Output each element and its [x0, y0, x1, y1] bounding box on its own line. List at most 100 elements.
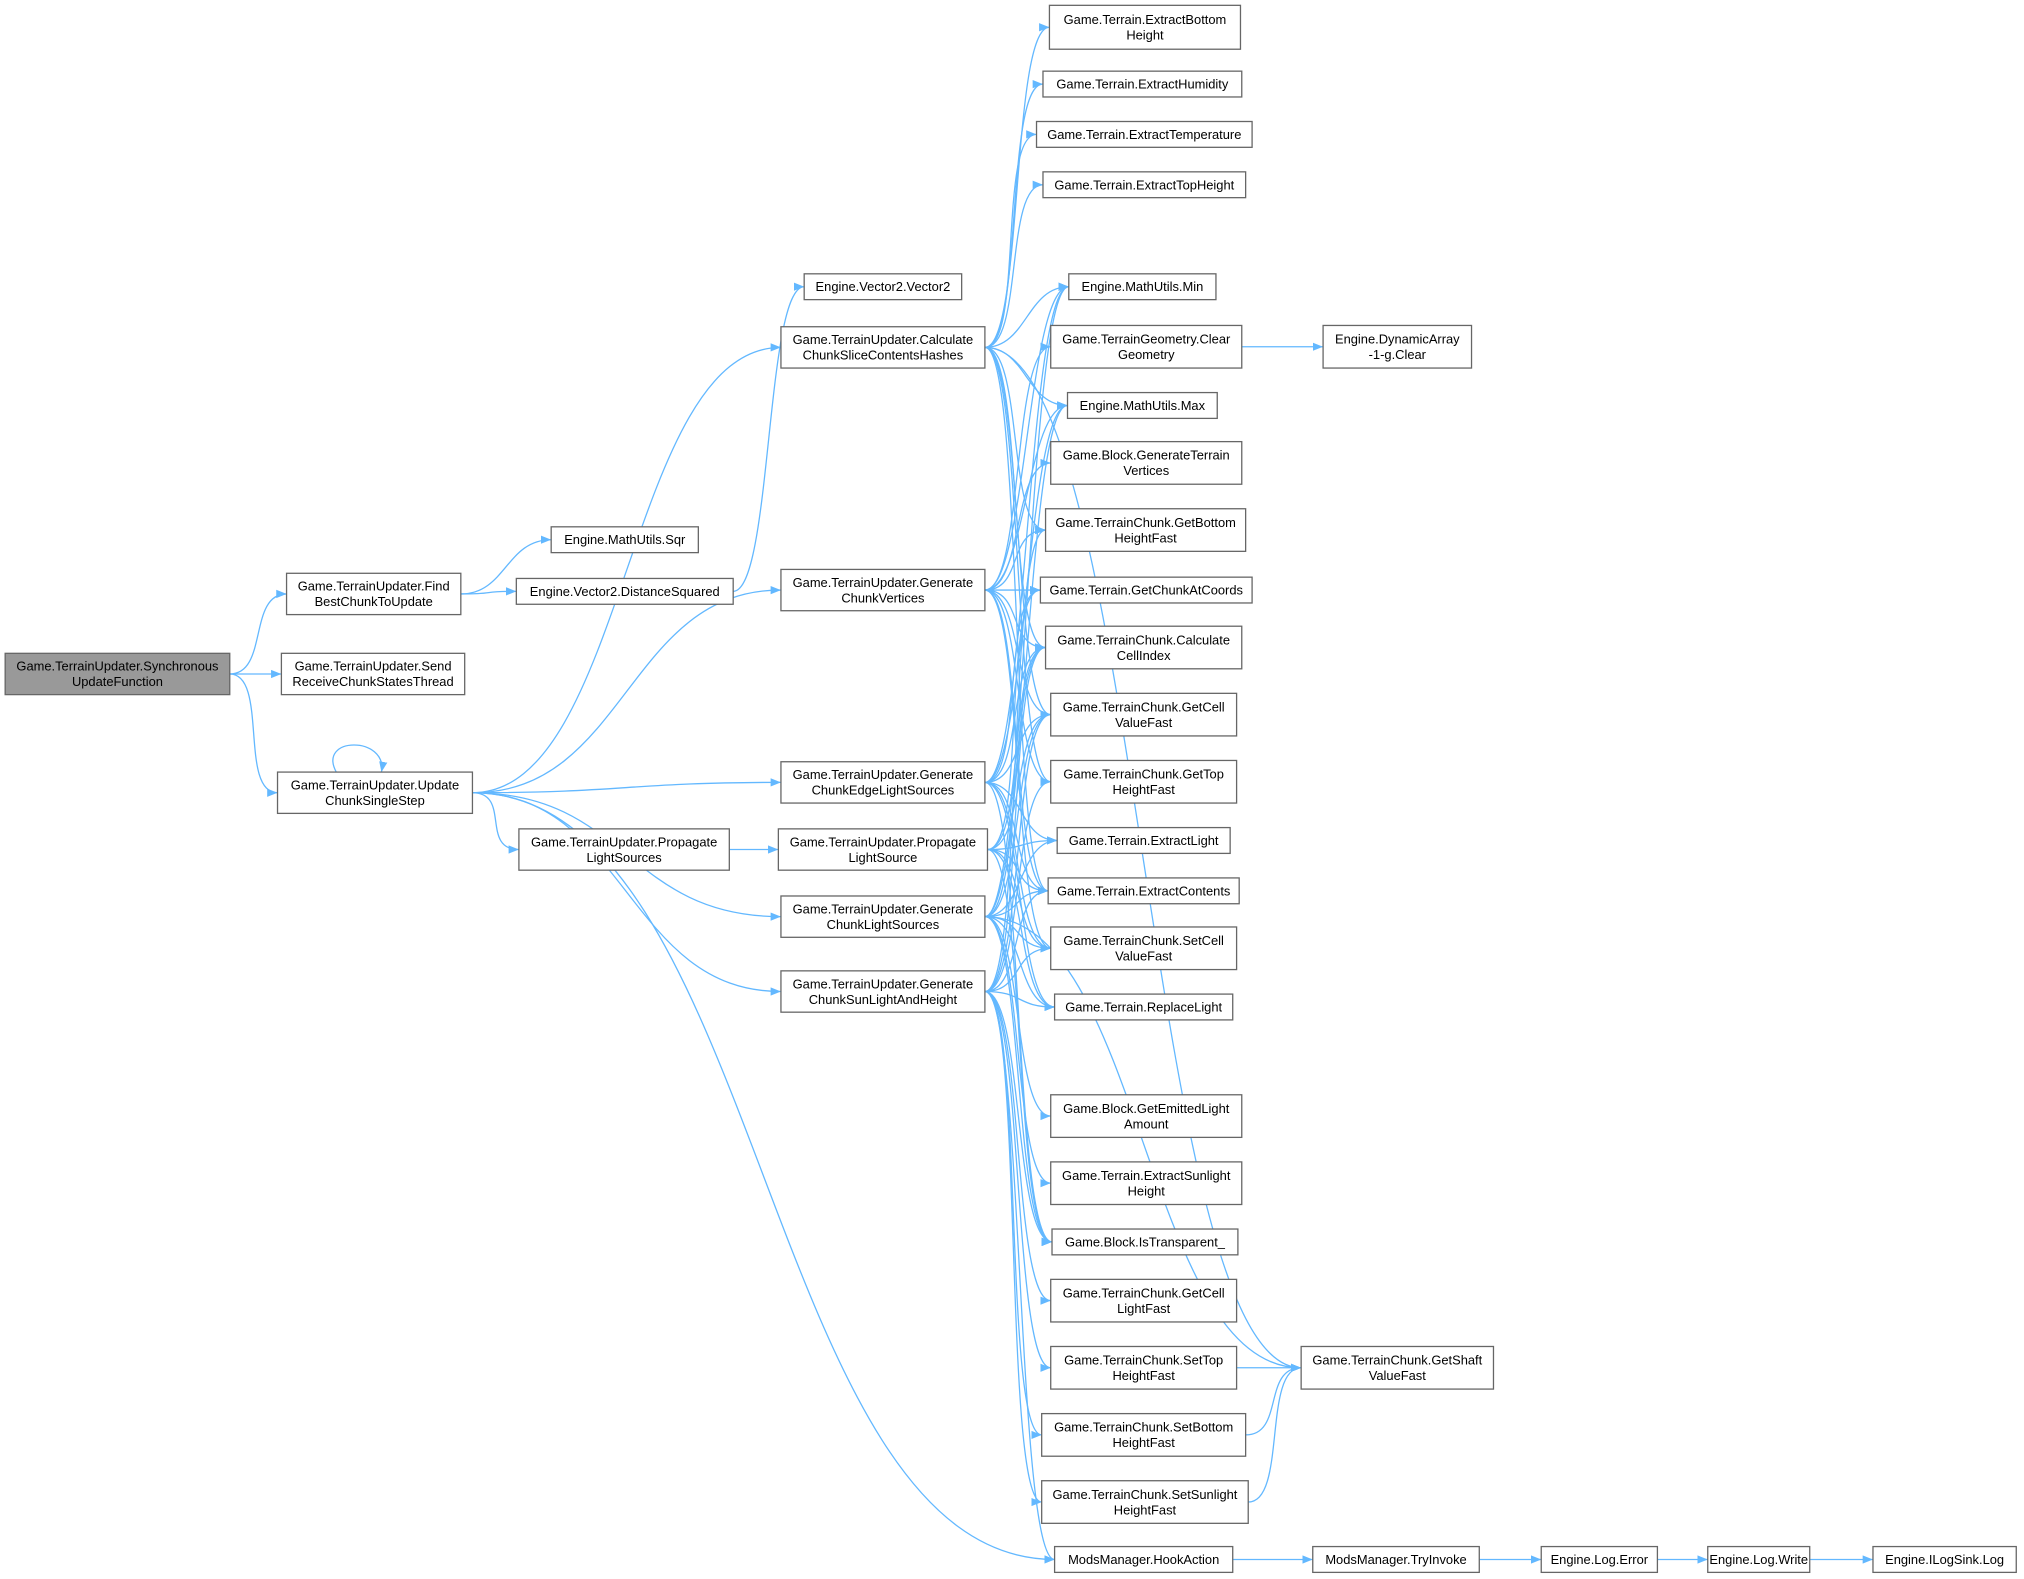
node-genedge[interactable]: Game.TerrainUpdater.GenerateChunkEdgeLig… [780, 761, 986, 804]
edge-propsrc-to-getChunkAt [987, 586, 1041, 851]
node-hook[interactable]: ModsManager.HookAction [1053, 1545, 1234, 1574]
edge-gensun-to-setBottomHF [984, 990, 1042, 1439]
node-box [780, 970, 986, 1013]
edge-genlight-to-max [984, 401, 1068, 918]
node-box [1322, 324, 1473, 369]
node-box [780, 895, 986, 938]
node-label: ValueFast [1369, 1368, 1427, 1383]
edge-calc-to-min [984, 282, 1069, 349]
node-label: Game.TerrainChunk.GetTop [1063, 767, 1224, 782]
node-box [1041, 1412, 1247, 1457]
node-label: ChunkEdgeLightSources [812, 783, 955, 798]
node-label: Game.Terrain.ExtractContents [1057, 883, 1230, 898]
node-label: Game.Terrain.ExtractHumidity [1056, 77, 1228, 92]
node-box [1044, 625, 1243, 670]
edge-genlight-to-min [984, 282, 1069, 918]
node-isTransp[interactable]: Game.Block.IsTransparent_ [1051, 1228, 1239, 1256]
node-label: Game.TerrainUpdater.Find [298, 579, 450, 594]
node-logWrite[interactable]: Engine.Log.Write [1707, 1545, 1811, 1574]
node-update[interactable]: Game.TerrainUpdater.UpdateChunkSingleSte… [276, 771, 474, 815]
node-label: Game.TerrainChunk.GetCell [1063, 699, 1225, 714]
edge-gensun-to-setTopHF [984, 990, 1051, 1372]
node-box [1053, 993, 1234, 1021]
edge-genvert-to-clearGeom [984, 342, 1051, 591]
edge-propsrc-to-getCellVal [987, 710, 1051, 851]
node-label: Game.TerrainUpdater.Synchronous [16, 659, 218, 674]
edge-genlight-to-isTransp [984, 916, 1053, 1246]
node-box [1050, 1345, 1238, 1390]
node-extContents[interactable]: Game.Terrain.ExtractContents [1047, 877, 1240, 905]
edge-sync-to-update [229, 673, 278, 797]
node-extTemp[interactable]: Game.Terrain.ExtractTemperature [1035, 120, 1253, 148]
node-box [1300, 1345, 1495, 1390]
node-propsrcs[interactable]: Game.TerrainUpdater.PropagateLightSource… [518, 828, 730, 871]
edge-genvert-to-genTerrVert [984, 458, 1051, 591]
node-box [1050, 692, 1238, 737]
node-label: Height [1128, 1183, 1166, 1198]
node-label: Game.Terrain.ExtractSunlight [1062, 1168, 1231, 1183]
node-send[interactable]: Game.TerrainUpdater.SendReceiveChunkStat… [280, 652, 466, 696]
node-box [1051, 1228, 1239, 1256]
edge-gensun-to-isTransp [984, 990, 1053, 1246]
edge-update-to-update [332, 744, 388, 773]
node-distsq[interactable]: Engine.Vector2.DistanceSquared [515, 577, 734, 605]
node-label: HeightFast [1112, 1435, 1175, 1450]
node-box [1050, 1278, 1238, 1323]
node-box [518, 828, 730, 871]
node-sqr[interactable]: Engine.MathUtils.Sqr [550, 526, 699, 554]
node-replaceLight[interactable]: Game.Terrain.ReplaceLight [1053, 993, 1234, 1021]
node-extTop[interactable]: Game.Terrain.ExtractTopHeight [1042, 171, 1247, 199]
node-find[interactable]: Game.TerrainUpdater.FindBestChunkToUpdat… [285, 572, 462, 616]
node-ilog[interactable]: Engine.ILogSink.Log [1872, 1545, 2017, 1574]
node-vec2[interactable]: Engine.Vector2.Vector2 [803, 273, 963, 301]
edge-genvert-to-getCellVal [984, 589, 1051, 719]
node-logError[interactable]: Engine.Log.Error [1540, 1545, 1659, 1574]
node-calc[interactable]: Game.TerrainUpdater.CalculateChunkSliceC… [780, 326, 986, 369]
edge-genedge-to-getChunkAt [984, 585, 1041, 784]
node-label: ModsManager.HookAction [1068, 1552, 1219, 1567]
node-label: Game.Terrain.ExtractTemperature [1047, 127, 1241, 142]
node-min[interactable]: Engine.MathUtils.Min [1068, 273, 1217, 301]
node-label: Engine.ILogSink.Log [1885, 1552, 2004, 1567]
node-tryInvoke[interactable]: ModsManager.TryInvoke [1312, 1545, 1480, 1574]
node-dynClear[interactable]: Engine.DynamicArray-1-g.Clear [1322, 324, 1473, 369]
node-sync[interactable]: Game.TerrainUpdater.SynchronousUpdateFun… [4, 652, 231, 696]
node-box [1047, 877, 1240, 905]
edge-genlight-to-replaceLight [984, 916, 1055, 1012]
edge-genlight-to-extContents [984, 886, 1049, 918]
node-label: Game.TerrainChunk.Calculate [1057, 632, 1230, 647]
node-genlight[interactable]: Game.TerrainUpdater.GenerateChunkLightSo… [780, 895, 986, 938]
node-box [1872, 1545, 2017, 1574]
node-label: Game.TerrainChunk.SetCell [1063, 933, 1223, 948]
node-getChunkAt[interactable]: Game.Terrain.GetChunkAtCoords [1039, 576, 1253, 604]
node-extLight[interactable]: Game.Terrain.ExtractLight [1056, 826, 1231, 855]
node-extHum[interactable]: Game.Terrain.ExtractHumidity [1042, 70, 1243, 98]
edges-layer [229, 23, 1873, 1564]
node-label: Engine.Vector2.DistanceSquared [530, 584, 720, 599]
node-genvert[interactable]: Game.TerrainUpdater.GenerateChunkVertice… [780, 568, 986, 612]
edge-calc-to-extBottom [984, 23, 1050, 349]
node-max[interactable]: Engine.MathUtils.Max [1066, 391, 1218, 420]
node-gensun[interactable]: Game.TerrainUpdater.GenerateChunkSunLigh… [780, 970, 986, 1013]
node-box [1053, 1545, 1234, 1574]
edge-distsq-to-vec2 [733, 282, 805, 593]
edge-gensun-to-hook [984, 990, 1055, 1564]
node-box [780, 326, 986, 369]
node-box [550, 526, 699, 554]
